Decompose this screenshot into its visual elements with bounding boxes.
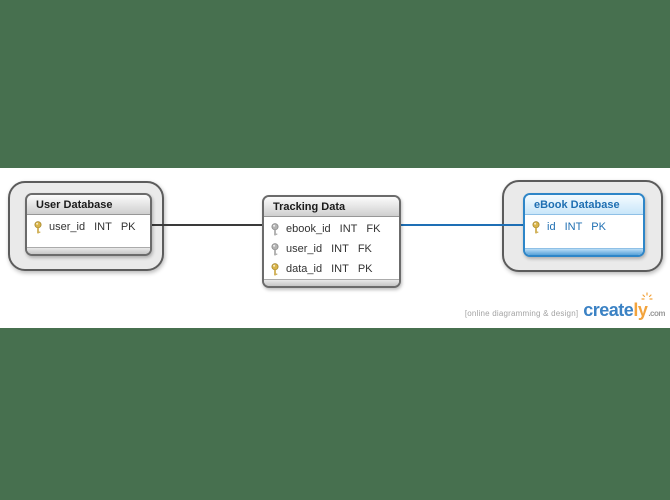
ebook-database-table[interactable]: eBook Database id INT PK	[523, 193, 645, 257]
column-type: INT	[331, 243, 349, 255]
creately-logo[interactable]: creately.com	[583, 292, 665, 325]
key-gold-icon	[532, 220, 540, 233]
user-database-table[interactable]: User Database user_id INT PK	[25, 193, 152, 256]
user-database-title: User Database	[27, 195, 150, 215]
sunburst-icon	[641, 292, 653, 300]
key-gold-icon	[271, 262, 279, 275]
tracking-data-rows: ebook_id INT FK user_id INT FK	[264, 217, 399, 279]
ebook-database-rows: id INT PK	[525, 215, 643, 237]
table-row[interactable]: ebook_id INT FK	[264, 219, 399, 239]
column-name: id	[547, 221, 556, 233]
column-type: INT	[331, 263, 349, 275]
column-type: INT	[339, 223, 358, 235]
column-name: ebook_id	[286, 223, 331, 235]
column-type: INT	[564, 221, 583, 233]
key-gray-icon	[271, 222, 279, 235]
column-keytag: FK	[366, 223, 381, 235]
brand-tagline: [online diagramming & design]	[464, 309, 579, 318]
column-name: user_id	[49, 221, 86, 233]
table-row[interactable]: user_id INT FK	[264, 239, 399, 259]
tracking-data-title: Tracking Data	[264, 197, 399, 217]
table-footer-strip	[525, 248, 643, 255]
key-gray-icon	[271, 242, 279, 255]
logo-text-tld: .com	[648, 309, 665, 318]
tracking-data-table[interactable]: Tracking Data ebook_id INT FK	[262, 195, 401, 288]
column-keytag: PK	[120, 221, 136, 233]
table-footer-strip	[27, 247, 150, 254]
creately-brand[interactable]: [online diagramming & design] creately.c…	[464, 292, 665, 325]
column-type: INT	[94, 221, 112, 233]
logo-text-ly: ly	[633, 300, 648, 320]
key-gold-icon	[34, 220, 42, 233]
column-name: user_id	[286, 243, 323, 255]
ebook-database-title: eBook Database	[525, 195, 643, 215]
table-row[interactable]: user_id INT PK	[27, 217, 150, 237]
logo-text-create: create	[583, 300, 634, 320]
connector-tracking-to-ebook[interactable]	[401, 224, 523, 226]
column-keytag: PK	[357, 263, 373, 275]
table-footer-strip	[264, 279, 399, 286]
table-row[interactable]: data_id INT PK	[264, 259, 399, 279]
user-database-rows: user_id INT PK	[27, 215, 150, 237]
column-keytag: FK	[357, 243, 372, 255]
column-name: data_id	[286, 263, 323, 275]
connector-user-to-tracking[interactable]	[152, 224, 262, 226]
column-keytag: PK	[591, 221, 606, 233]
table-row[interactable]: id INT PK	[525, 217, 643, 237]
